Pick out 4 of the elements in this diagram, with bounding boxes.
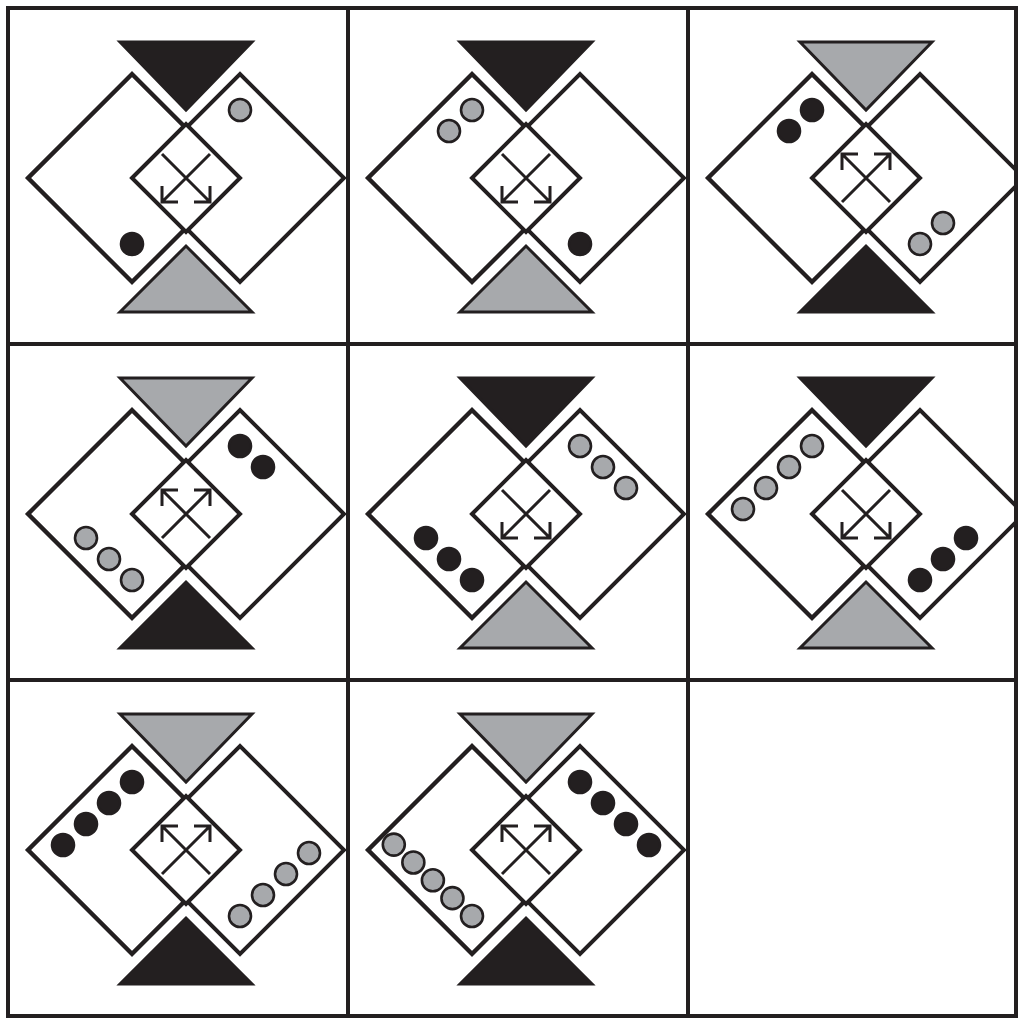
grid-cell <box>350 10 690 346</box>
grid-cell <box>350 346 690 682</box>
grid-cell <box>10 346 350 682</box>
grid-cell <box>10 10 350 346</box>
